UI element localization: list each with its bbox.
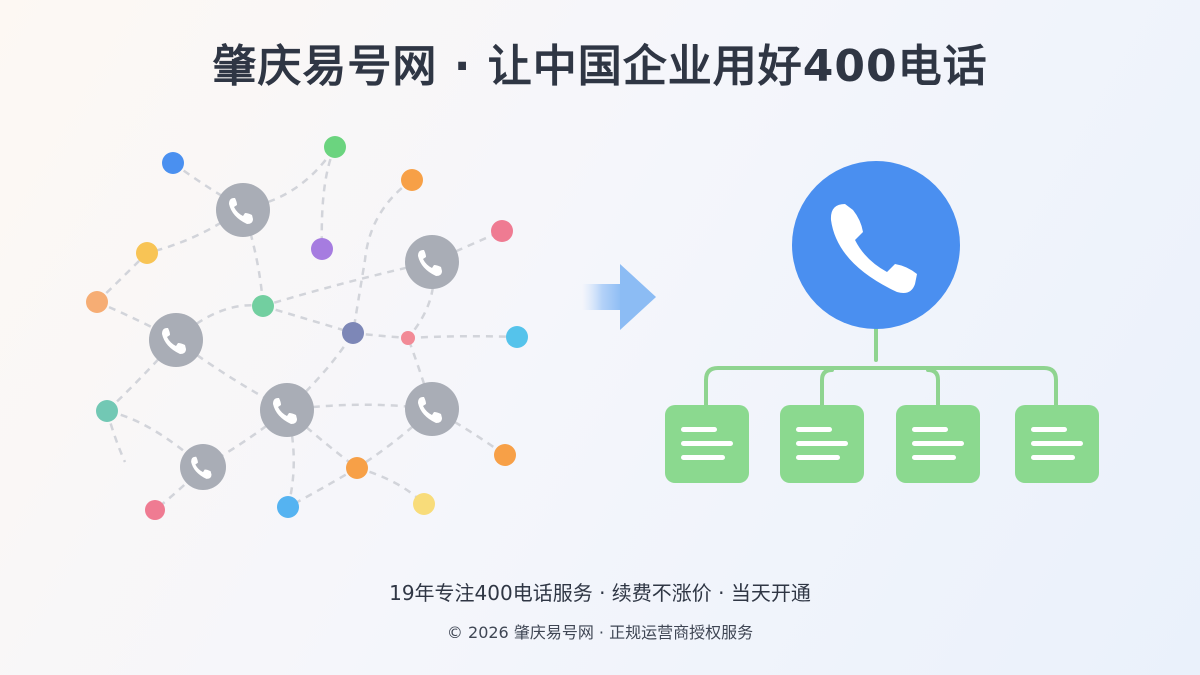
network-dot [491,220,513,242]
network-dot [506,326,528,348]
phone-icon [830,204,917,293]
page-title: 肇庆易号网 · 让中国企业用好400电话 [212,41,988,92]
document-icon [796,427,848,460]
network-dot [324,136,346,158]
phone-node [216,183,270,237]
network-dot [342,322,364,344]
copyright: © 2026 肇庆易号网 · 正规运营商授权服务 [446,623,754,642]
network-dot [413,493,435,515]
document-icon [1031,427,1083,460]
network-dot [277,496,299,518]
unified-400-hub [792,161,960,329]
scattered-phones [149,183,459,490]
hub-tree-lines [704,326,1058,410]
document-icon [912,427,964,460]
network-dot [494,444,516,466]
branch-node [665,405,749,483]
branch-nodes [665,405,1099,483]
phone-node [149,313,203,367]
network-dot [401,169,423,191]
phone-node [260,383,314,437]
network-dot [96,400,118,422]
phone-node [405,235,459,289]
phone-node [405,382,459,436]
network-dots [86,136,528,520]
network-dot [86,291,108,313]
network-dot [311,238,333,260]
network-dot [401,331,415,345]
network-dot [136,242,158,264]
network-dot [145,500,165,520]
network-dot [162,152,184,174]
arrow-right-icon [582,264,656,330]
phone-node [180,444,226,490]
network-dot [346,457,368,479]
document-icon [681,427,733,460]
branch-node [1015,405,1099,483]
branch-node [780,405,864,483]
branch-node [896,405,980,483]
tagline: 19年专注400电话服务 · 续费不涨价 · 当天开通 [389,581,811,605]
network-dot [252,295,274,317]
